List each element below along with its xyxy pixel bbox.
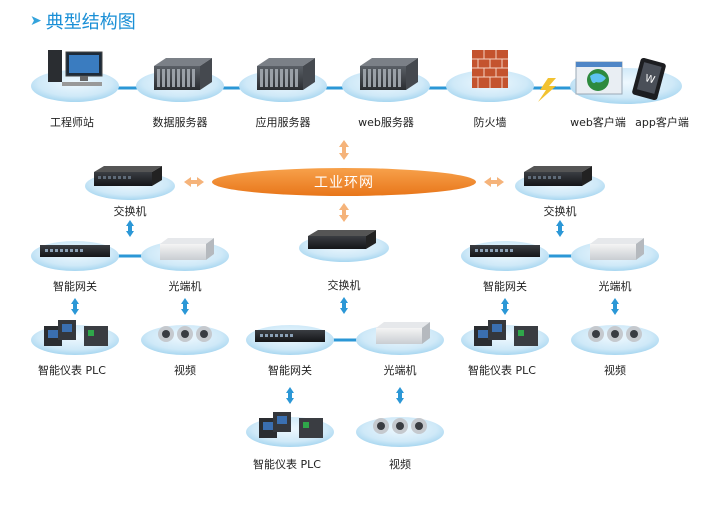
label-center-fiber: 光端机 bbox=[383, 364, 417, 377]
web-client-icon bbox=[575, 61, 623, 95]
arrow-ring-center bbox=[339, 203, 349, 222]
label-bottom-video: 视频 bbox=[389, 458, 411, 471]
left-video-icon bbox=[158, 326, 212, 342]
right-gateway-icon bbox=[470, 245, 540, 257]
label-right-video: 视频 bbox=[604, 364, 626, 377]
right-fiber-icon bbox=[590, 238, 644, 260]
label-app-client: app客户端 bbox=[635, 116, 689, 129]
title-text: 典型结构图 bbox=[45, 12, 136, 33]
arrow-ring-right bbox=[484, 177, 504, 187]
label-center-gateway: 智能网关 bbox=[268, 364, 312, 377]
arrow-left-gateway-down bbox=[71, 298, 79, 315]
firewall-icon bbox=[472, 50, 508, 88]
arrow-center-switch-down bbox=[340, 297, 348, 314]
right-video-icon bbox=[588, 326, 642, 342]
arrow-right-gateway-down bbox=[501, 298, 509, 315]
right-switch-icon bbox=[524, 166, 592, 186]
center-gateway-icon bbox=[255, 330, 325, 342]
app-client-icon: W bbox=[632, 57, 666, 101]
ring-label: 工业环网 bbox=[314, 175, 374, 191]
label-center-switch: 交换机 bbox=[327, 279, 361, 292]
arrow-left-fiber-down bbox=[181, 298, 189, 315]
label-db-server: 数据服务器 bbox=[152, 116, 208, 129]
svg-text:W: W bbox=[644, 73, 657, 86]
industrial-ring bbox=[212, 168, 476, 196]
label-left-fiber: 光端机 bbox=[168, 280, 202, 293]
label-bottom-meter: 智能仪表 PLC bbox=[253, 458, 321, 471]
label-right-meter: 智能仪表 PLC bbox=[468, 364, 536, 377]
label-firewall: 防火墙 bbox=[473, 116, 507, 129]
bottom-video-icon bbox=[373, 418, 427, 434]
label-app-server: 应用服务器 bbox=[255, 116, 311, 129]
arrow-ring-left bbox=[184, 177, 204, 187]
app-server-icon bbox=[257, 58, 315, 90]
left-fiber-icon bbox=[160, 238, 214, 260]
left-meter-icon bbox=[44, 320, 108, 346]
arrow-center-gateway-down bbox=[286, 387, 294, 404]
center-fiber-icon bbox=[376, 322, 430, 344]
bottom-meter-icon bbox=[259, 412, 323, 438]
label-left-switch: 交换机 bbox=[113, 205, 147, 218]
center-switch-icon bbox=[308, 230, 376, 249]
label-left-gateway: 智能网关 bbox=[53, 280, 97, 293]
web-server-icon bbox=[360, 58, 418, 90]
arrow-center-fiber-down bbox=[396, 387, 404, 404]
db-server-icon bbox=[154, 58, 212, 90]
arrow-left-switch-down bbox=[126, 220, 134, 237]
arrow-right-switch-down bbox=[556, 220, 564, 237]
arrow-right-fiber-down bbox=[611, 298, 619, 315]
label-web-client: web客户端 bbox=[570, 116, 626, 129]
left-gateway-icon bbox=[40, 245, 110, 257]
chevron-right-icon: ➤ bbox=[30, 13, 42, 29]
arrow-top-ring bbox=[339, 140, 349, 160]
label-left-meter: 智能仪表 PLC bbox=[38, 364, 106, 377]
left-switch-icon bbox=[94, 166, 162, 186]
label-right-switch: 交换机 bbox=[543, 205, 577, 218]
workstation-icon bbox=[48, 50, 103, 86]
label-right-gateway: 智能网关 bbox=[483, 280, 527, 293]
label-workstation: 工程师站 bbox=[50, 116, 94, 129]
label-right-fiber: 光端机 bbox=[598, 280, 632, 293]
lightning-icon bbox=[538, 78, 556, 102]
right-meter-icon bbox=[474, 320, 538, 346]
label-left-video: 视频 bbox=[174, 364, 196, 377]
page-title: ➤ 典型结构图 bbox=[30, 8, 136, 34]
label-web-server: web服务器 bbox=[358, 116, 414, 129]
